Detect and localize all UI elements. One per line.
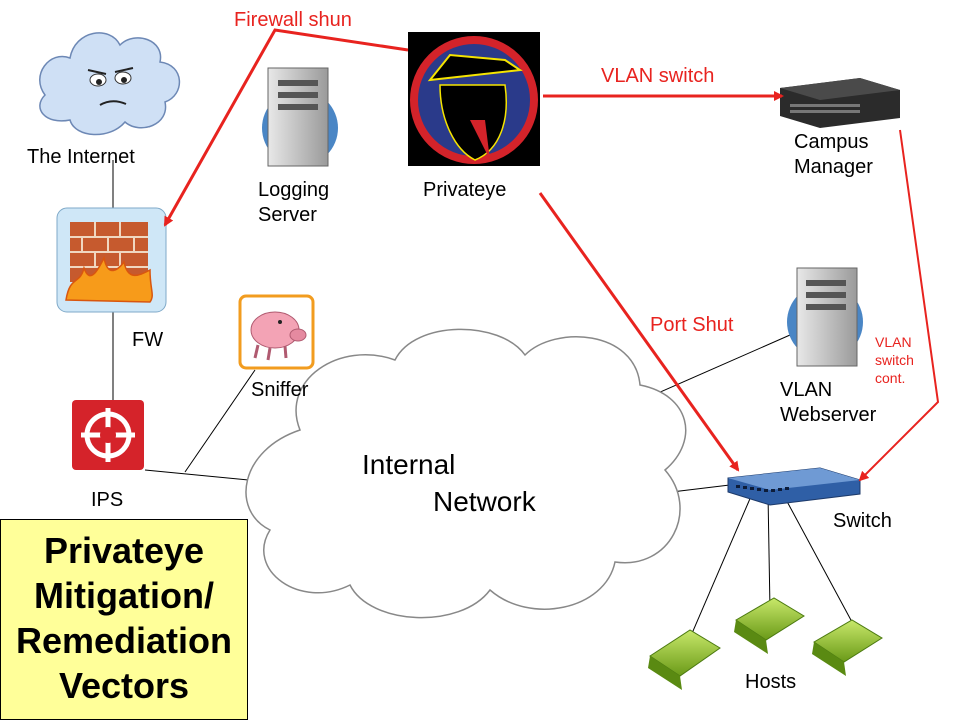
- logging-server-label: Logging Server: [258, 179, 330, 226]
- cloud-label-line1: Internal: [362, 449, 456, 480]
- spy-icon: [408, 32, 540, 166]
- ips-label: IPS: [91, 489, 124, 511]
- hosts-label: Hosts: [745, 671, 797, 693]
- sniffer-label: Sniffer: [251, 379, 309, 401]
- firewall-shun-arrow: [163, 28, 409, 227]
- link-switch-host2: [767, 493, 771, 611]
- link-switch-host3: [782, 493, 853, 623]
- vlan-webserver-label: VLAN Webserver: [780, 379, 877, 426]
- title-line-4: Vectors: [58, 665, 190, 706]
- title-box: Privateye Mitigation/ Remediation Vector…: [0, 519, 248, 720]
- ips-target-icon: [72, 400, 144, 470]
- firewall-icon: [56, 207, 167, 313]
- vlan-switch-cont-arrow: [858, 129, 940, 482]
- firewall-shun-label: Firewall shun: [234, 9, 352, 31]
- title-line-1: Privateye: [43, 530, 205, 571]
- campus-manager-label: Campus Manager: [794, 131, 873, 178]
- title-line-2: Mitigation/: [34, 575, 214, 616]
- laptop-icon: [734, 597, 805, 654]
- fw-label: FW: [132, 329, 164, 351]
- cloud-face-icon: [39, 32, 181, 136]
- rack-server-icon: [780, 78, 900, 128]
- vectors: [163, 28, 940, 482]
- laptop-icon: [812, 619, 883, 676]
- port-shut-arrow: [538, 192, 740, 472]
- link-sniffer: [184, 369, 256, 473]
- vlan-switch-label: VLAN switch: [601, 65, 715, 87]
- network-switch-icon: [727, 467, 861, 506]
- switch-label: Switch: [833, 510, 892, 532]
- server-tower-icon: [787, 267, 863, 367]
- internal-network-cloud: [245, 328, 687, 619]
- laptop-icon: [648, 629, 721, 690]
- link-switch-host1: [689, 493, 753, 639]
- port-shut-label: Port Shut: [650, 314, 734, 336]
- vlan-switch-cont-label: VLAN switch cont.: [875, 334, 914, 386]
- privateye-label: Privateye: [423, 179, 507, 201]
- server-tower-icon: [262, 67, 338, 167]
- pig-sniffer-icon: [238, 294, 315, 370]
- cloud-label-line2: Network: [433, 486, 536, 517]
- internet-label: The Internet: [27, 146, 135, 168]
- title-line-3: Remediation: [15, 620, 233, 661]
